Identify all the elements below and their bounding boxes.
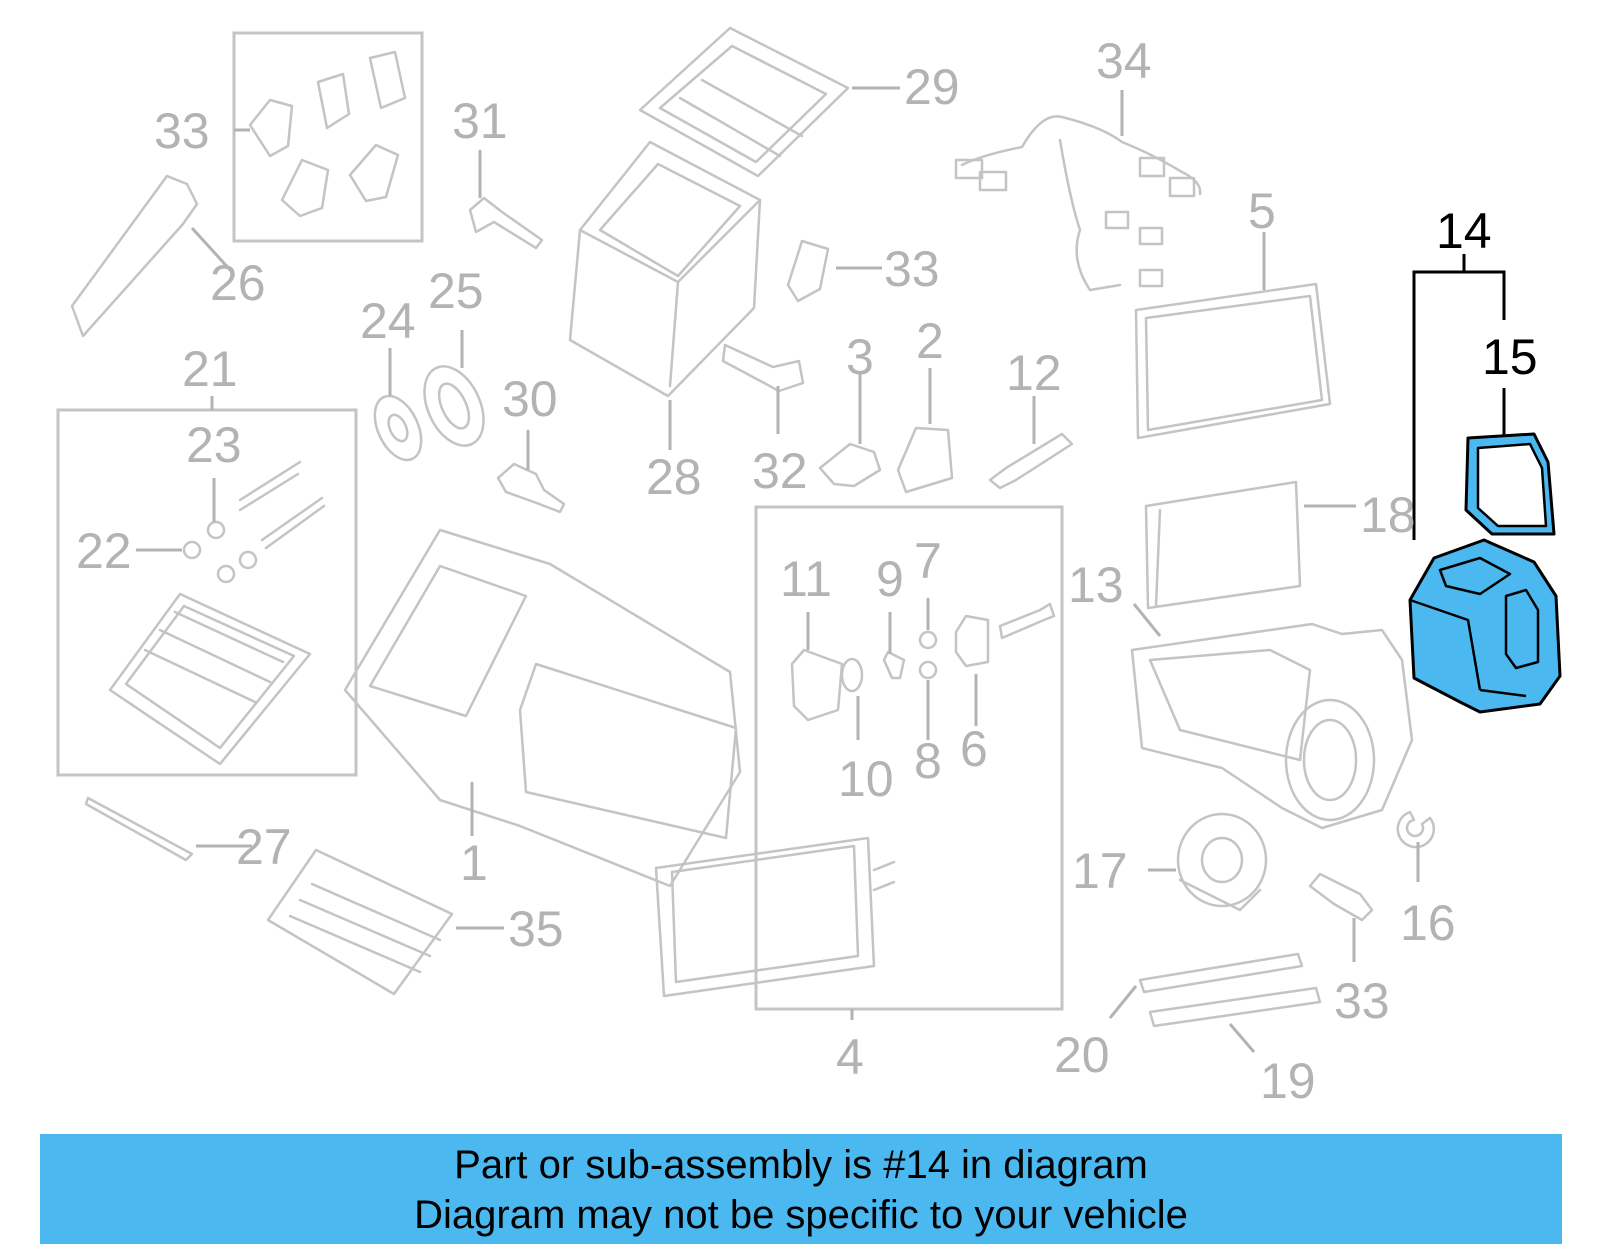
callout-11: 11 — [780, 551, 832, 607]
callout-7: 7 — [914, 533, 942, 589]
callout-17: 17 — [1072, 843, 1128, 899]
part-25-seal[interactable] — [413, 357, 496, 455]
part-35-heater-core[interactable] — [266, 848, 454, 996]
part-24-grommet[interactable] — [366, 389, 431, 468]
part-19-seal-strip[interactable] — [1148, 986, 1322, 1028]
callout-16: 16 — [1400, 895, 1456, 951]
callout-13: 13 — [1068, 557, 1124, 613]
part-6-expansion-valve[interactable] — [954, 614, 990, 668]
callout-5: 5 — [1248, 183, 1276, 239]
callout-34: 34 — [1096, 33, 1152, 89]
callout-12: 12 — [1006, 345, 1062, 401]
part-13-blower-housing[interactable] — [1130, 622, 1414, 830]
part-31-sensor[interactable] — [468, 196, 544, 250]
callout-21: 21 — [182, 341, 238, 397]
callout-32: 32 — [752, 443, 808, 499]
part-27-pipe[interactable] — [84, 796, 194, 862]
part-14-blower-motor-housing[interactable] — [1408, 538, 1562, 714]
group-box-33 — [232, 31, 424, 243]
callout-35: 35 — [508, 901, 564, 957]
part-5-filter[interactable] — [1134, 282, 1332, 440]
banner-line-1: Part or sub-assembly is #14 in diagram — [454, 1143, 1148, 1187]
callout-2: 2 — [916, 313, 944, 369]
callout-33-bottom: 33 — [1334, 973, 1390, 1029]
part-3-connector[interactable] — [818, 442, 882, 488]
callout-4: 4 — [836, 1029, 864, 1085]
part-34-wiring-harness[interactable] — [954, 115, 1202, 292]
callout-8: 8 — [914, 733, 942, 789]
part-1-housing[interactable] — [343, 528, 742, 888]
part-29-filter-frame[interactable] — [638, 26, 850, 178]
part-22-23-orings[interactable] — [182, 520, 258, 584]
part-21-heater-core[interactable] — [108, 460, 326, 766]
part-10-seal[interactable] — [840, 657, 864, 693]
callout-1: 1 — [460, 835, 488, 891]
banner-line-2: Diagram may not be specific to your vehi… — [414, 1193, 1188, 1237]
callout-33-top: 33 — [154, 103, 210, 159]
part-17-blower-motor[interactable] — [1176, 812, 1268, 912]
part-30-actuator[interactable] — [496, 462, 566, 514]
part-33-switch-lower[interactable] — [1308, 872, 1374, 922]
part-33-switch-middle[interactable] — [786, 239, 830, 303]
callout-25: 25 — [428, 263, 484, 319]
callout-9: 9 — [876, 551, 904, 607]
callout-19: 19 — [1260, 1053, 1316, 1109]
part-26-duct[interactable] — [70, 174, 199, 338]
callout-10: 10 — [838, 751, 894, 807]
callout-26: 26 — [210, 255, 266, 311]
part-8-oring[interactable] — [918, 660, 938, 680]
part-32-sensor[interactable] — [721, 343, 805, 393]
callout-3: 3 — [846, 329, 874, 385]
info-banner: Part or sub-assembly is #14 in diagram D… — [40, 1134, 1562, 1244]
part-2-bracket[interactable] — [896, 426, 954, 494]
part-18-filter[interactable] — [1144, 480, 1302, 610]
callout-33-middle: 33 — [884, 241, 940, 297]
part-15-gasket[interactable] — [1464, 432, 1556, 536]
callout-20: 20 — [1054, 1027, 1110, 1083]
part-33-switches[interactable] — [248, 50, 407, 218]
group-box-4 — [754, 505, 1064, 1011]
part-9-clip[interactable] — [882, 650, 906, 680]
part-20-seal-strip[interactable] — [1138, 952, 1304, 994]
callout-15: 15 — [1482, 329, 1538, 385]
callout-28: 28 — [646, 449, 702, 505]
callout-29: 29 — [904, 59, 960, 115]
callout-6: 6 — [960, 721, 988, 777]
callout-24: 24 — [360, 293, 416, 349]
callout-27: 27 — [236, 819, 292, 875]
part-28-housing[interactable] — [568, 140, 762, 398]
part-4-evaporator[interactable] — [654, 836, 896, 998]
callout-labels: 33 26 31 29 34 5 33 32 28 24 25 30 3 2 1… — [76, 33, 1538, 1109]
callout-18: 18 — [1360, 487, 1416, 543]
leader-lines — [136, 86, 1506, 1053]
callout-14: 14 — [1436, 203, 1492, 259]
part-11-valve[interactable] — [790, 648, 844, 722]
callout-30: 30 — [502, 371, 558, 427]
callout-22: 22 — [76, 523, 132, 579]
callout-31: 31 — [452, 93, 508, 149]
part-12-bolt[interactable] — [988, 432, 1074, 490]
part-7-oring[interactable] — [918, 630, 938, 650]
group-box-21 — [56, 408, 358, 777]
callout-23: 23 — [186, 417, 242, 473]
part-16-clip[interactable] — [1396, 810, 1435, 849]
